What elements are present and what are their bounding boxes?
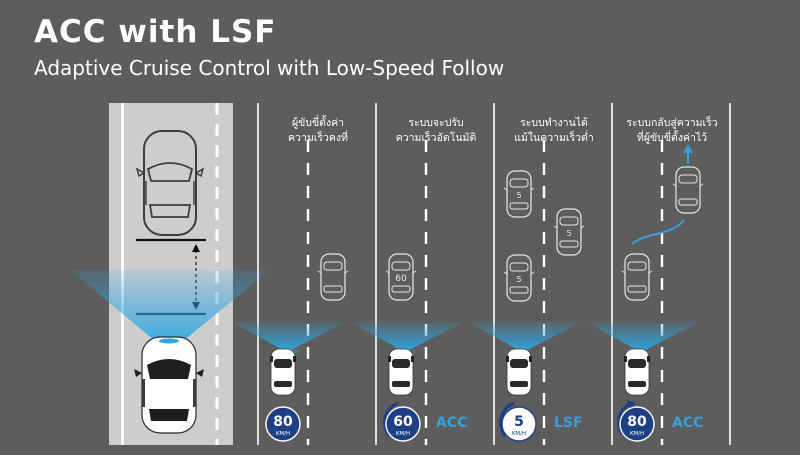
caption-line: ความเร็วอัตโนมัติ xyxy=(395,132,477,144)
lane-dashes xyxy=(306,140,664,445)
lead-car-outline xyxy=(135,130,205,236)
speed-badge-2: 60 KM/H xyxy=(383,401,421,442)
speed-badge-4: 80 KM/H xyxy=(617,400,655,442)
mode-label-lsf: LSF xyxy=(554,415,583,431)
caption-line: ผู้ขับขี่ตั้งค่า xyxy=(291,117,345,129)
panel-4-caption: ระบบกลับสู่ความเร็ว ที่ผู้ขับขี่ตั้งค่าไ… xyxy=(616,116,728,146)
traffic-car-speed-2: 5 xyxy=(516,275,521,284)
speed-value: 5 xyxy=(514,414,524,430)
own-car xyxy=(134,336,204,434)
panel-3-caption: ระบบทำงานได้ แม้ในความเร็วต่ำ xyxy=(498,116,610,146)
lead-car-speed: 60 xyxy=(395,274,407,284)
page-title: ACC with LSF xyxy=(34,14,277,50)
caption-line: ที่ผู้ขับขี่ตั้งค่าไว้ xyxy=(636,132,708,144)
speed-unit: KM/H xyxy=(630,431,644,437)
panel-1 xyxy=(232,253,349,396)
panel-2: 60 xyxy=(350,253,464,396)
caption-line: ระบบจะปรับ xyxy=(408,117,464,129)
traffic-car-speed-3: 5 xyxy=(566,229,571,238)
speed-unit: KM/H xyxy=(512,431,526,437)
speed-value: 80 xyxy=(627,414,647,430)
caption-line: ระบบทำงานได้ xyxy=(520,117,588,129)
speed-unit: KM/H xyxy=(276,431,290,437)
traffic-car-speed-1: 5 xyxy=(516,191,521,200)
panel-4 xyxy=(586,144,704,396)
mode-label-acc-resume: ACC xyxy=(672,415,704,431)
speed-badge-1: 80 KM/H xyxy=(265,406,301,442)
panel-1-caption: ผู้ขับขี่ตั้งค่า ความเร็วคงที่ xyxy=(262,116,374,146)
speed-unit: KM/H xyxy=(396,431,410,437)
caption-line: แม้ในความเร็วต่ำ xyxy=(514,132,594,144)
caption-line: ความเร็วคงที่ xyxy=(288,132,348,144)
speed-badge-3: 5 KM/H xyxy=(499,401,537,442)
caption-line: ระบบกลับสู่ความเร็ว xyxy=(626,117,718,129)
increase-arrow-icon xyxy=(627,400,636,409)
speed-value: 60 xyxy=(393,414,413,430)
panel-2-caption: ระบบจะปรับ ความเร็วอัตโนมัติ xyxy=(380,116,492,146)
panel-separators xyxy=(257,103,731,445)
mode-label-acc: ACC xyxy=(436,415,468,431)
speed-value: 80 xyxy=(273,414,293,430)
panel-3: 5 5 5 xyxy=(468,170,585,396)
page-subtitle: Adaptive Cruise Control with Low-Speed F… xyxy=(34,56,505,80)
